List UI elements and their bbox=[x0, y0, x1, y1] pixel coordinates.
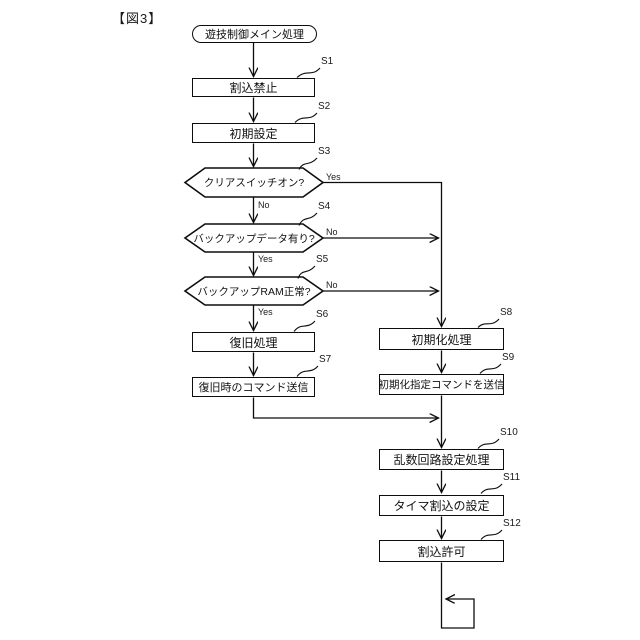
node-s9-process: 初期化指定コマンドを送信 bbox=[378, 374, 505, 395]
branch-label-s5-no: No bbox=[326, 280, 338, 290]
node-s1-process: 割込禁止 bbox=[192, 78, 315, 97]
node-s8-process: 初期化処理 bbox=[379, 328, 504, 350]
decision-shape-s3 bbox=[183, 167, 325, 198]
flow-edges bbox=[254, 43, 475, 629]
node-s10-label: 乱数回路設定処理 bbox=[393, 453, 490, 467]
decision-shapes bbox=[183, 167, 325, 306]
node-s6-label: 復旧処理 bbox=[229, 335, 278, 350]
node-s11-process: タイマ割込の設定 bbox=[379, 495, 504, 516]
node-s3-decision: クリアスイッチオン? bbox=[185, 168, 323, 197]
node-start-terminal: 遊技制御メイン処理 bbox=[192, 25, 317, 43]
node-s4-label: バックアップデータ有り? bbox=[193, 232, 315, 245]
step-marker-s3: S3 bbox=[318, 146, 331, 157]
step-marker-s6: S6 bbox=[316, 309, 329, 320]
branch-label-s3-no: No bbox=[258, 200, 270, 210]
step-marker-s11: S11 bbox=[503, 472, 521, 483]
step-marker-s12: S12 bbox=[503, 518, 521, 529]
node-s12-process: 割込許可 bbox=[379, 540, 504, 562]
branch-label-s5-yes: Yes bbox=[258, 307, 273, 317]
step-marker-s10: S10 bbox=[500, 427, 518, 438]
step-leader-lines bbox=[293, 67, 503, 540]
branch-label-s4-yes: Yes bbox=[258, 254, 273, 264]
node-s6-process: 復旧処理 bbox=[192, 332, 315, 352]
step-marker-s1: S1 bbox=[321, 56, 334, 67]
node-s1-label: 割込禁止 bbox=[229, 81, 278, 95]
node-s2-process: 初期設定 bbox=[192, 123, 315, 143]
node-s12-label: 割込許可 bbox=[417, 544, 466, 559]
node-s10-process: 乱数回路設定処理 bbox=[379, 449, 504, 470]
node-s5-label: バックアップRAM正常? bbox=[197, 285, 311, 298]
step-marker-s8: S8 bbox=[500, 307, 513, 318]
node-s3-label: クリアスイッチオン? bbox=[203, 177, 305, 189]
step-marker-s2: S2 bbox=[318, 101, 331, 112]
step-marker-s4: S4 bbox=[318, 201, 331, 212]
node-s2-label: 初期設定 bbox=[229, 126, 278, 141]
node-start-label: 遊技制御メイン処理 bbox=[205, 29, 304, 41]
node-s11-label: タイマ割込の設定 bbox=[393, 499, 490, 513]
node-s7-process: 復旧時のコマンド送信 bbox=[192, 377, 315, 397]
step-marker-s9: S9 bbox=[502, 352, 515, 363]
step-marker-s5: S5 bbox=[316, 254, 329, 265]
branch-label-s3-yes: Yes bbox=[326, 172, 341, 182]
node-s4-decision: バックアップデータ有り? bbox=[185, 224, 323, 252]
node-s5-decision: バックアップRAM正常? bbox=[185, 277, 323, 305]
decision-shape-s5 bbox=[183, 276, 325, 306]
node-s9-label: 初期化指定コマンドを送信 bbox=[378, 379, 505, 391]
figure-label: 【図3】 bbox=[112, 11, 163, 26]
node-s8-label: 初期化処理 bbox=[411, 332, 472, 347]
step-marker-s7: S7 bbox=[319, 354, 332, 365]
branch-label-s4-no: No bbox=[326, 227, 338, 237]
node-s7-label: 復旧時のコマンド送信 bbox=[198, 382, 309, 394]
decision-shape-s4 bbox=[183, 223, 325, 253]
